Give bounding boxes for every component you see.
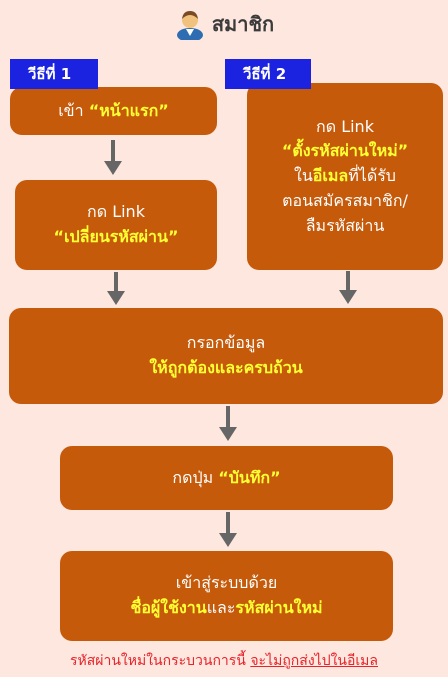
step-go-home: เข้า “หน้าแรก” [10,87,217,135]
method-2-badge: วีธีที่ 2 [225,59,311,89]
step-email-line5: ลืมรหัสผ่าน [305,215,385,235]
step-email-line1: กด Link [316,116,374,136]
footer-note: รหัสผ่านใหม่ในกระบวนการนี้ จะไม่ถูกส่งไป… [69,653,378,669]
method-1-badge: วีธีที่ 1 [10,59,98,89]
step-go-home-text: เข้า “หน้าแรก” [58,100,169,120]
step-fill-line1: กรอกข้อมูล [186,333,266,353]
step-login-line1: เข้าสู่ระบบด้วย [175,573,278,593]
step-fill-highlight: ให้ถูกต้องและครบถ้วน [149,358,303,377]
step-change-pw-line1: กด Link [87,202,145,222]
step-login-line2: ชื่อผู้ใช้งานและรหัสผ่านใหม่ [130,598,323,617]
page-title: สมาชิก [211,12,275,36]
user-avatar-icon [176,11,203,40]
step-fill-information: กรอกข้อมูล ให้ถูกต้องและครบถ้วน [9,308,443,404]
header: สมาชิก [0,6,448,42]
step-press-save: กดปุ่ม “บันทึก” [60,446,393,510]
step-click-email-link: กด Link “ตั้งรหัสผ่านใหม่” ในอีเมลที่ได้… [247,83,443,270]
step-email-line3: ในอีเมลที่ได้รับ [294,166,396,186]
step-click-change-password: กด Link “เปลี่ยนรหัสผ่าน” [15,180,217,270]
step-change-pw-highlight: “เปลี่ยนรหัสผ่าน” [53,227,179,246]
step-email-line4: ตอนสมัครสมาชิก/ [282,190,408,210]
step-save-text: กดปุ่ม “บันทึก” [172,467,281,487]
step-login: เข้าสู่ระบบด้วย ชื่อผู้ใช้งานและรหัสผ่าน… [60,551,393,641]
step-email-highlight: “ตั้งรหัสผ่านใหม่” [281,141,409,161]
